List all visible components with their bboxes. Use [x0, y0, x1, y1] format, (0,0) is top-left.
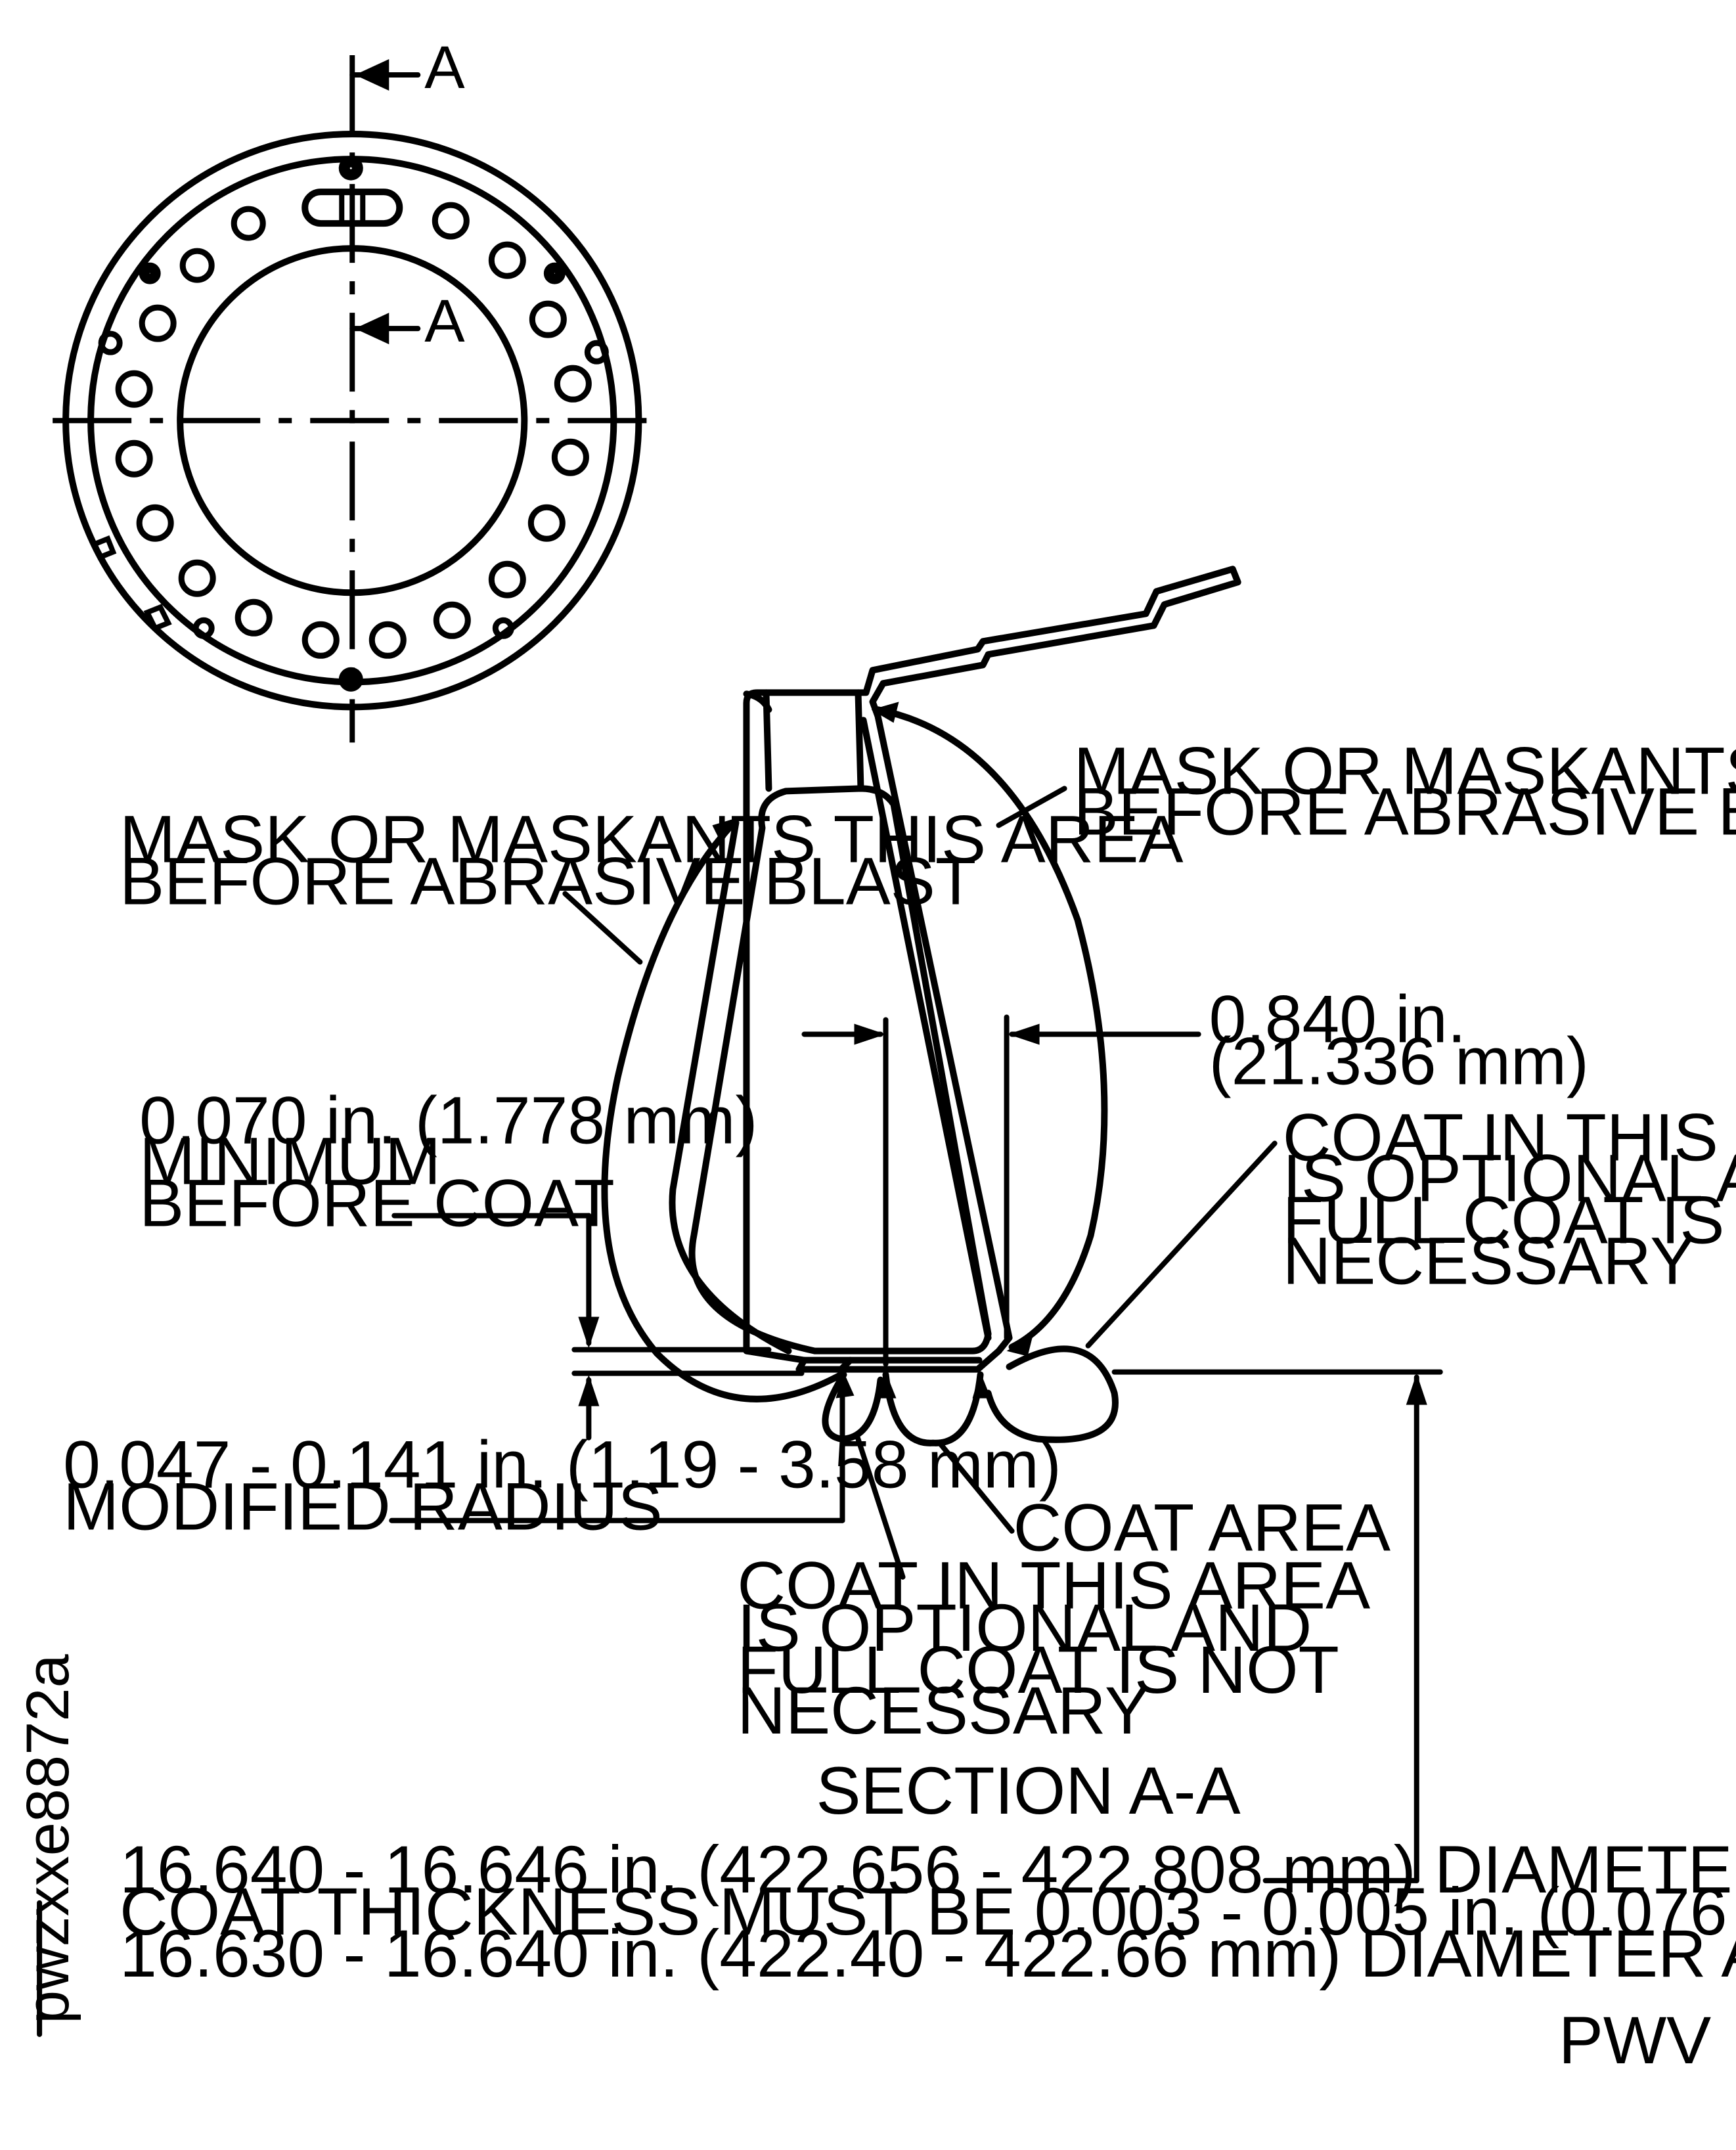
- coat-optional-right-line2: IS OPTIONAL AND: [1283, 1141, 1736, 1216]
- dim-0840-line1: 0.840 in.: [1209, 981, 1466, 1056]
- mask-right-line2: BEFORE ABRASIVE BLAST: [1074, 774, 1736, 849]
- mask-left-leader: [601, 824, 845, 1402]
- coat-optional-bottom-line3: FULL COAT IS NOT: [737, 1632, 1339, 1707]
- diameter-note-2: COAT THICKNESS MUST BE 0.003 - 0.005 in.…: [120, 1874, 1736, 1949]
- coat-optional-bottom-line1: COAT IN THIS AREA: [737, 1548, 1370, 1623]
- section-view: [37, 566, 1443, 2037]
- dim-0070-line3: BEFORE COAT: [139, 1166, 615, 1241]
- mask-left-line2: BEFORE ABRASIVE BLAST: [120, 843, 976, 918]
- mask-right-line1: MASK OR MASKANTS THIS AREA: [1074, 733, 1736, 808]
- dim-0070-line1: 0.070 in. (1.778 mm): [139, 1083, 757, 1158]
- source-mark: PWV: [1559, 2003, 1711, 2078]
- coat-optional-bottom-line2: IS OPTIONAL AND: [737, 1590, 1312, 1665]
- top-slot: [301, 189, 403, 227]
- coat-optional-right-line4: NECESSARY: [1283, 1224, 1695, 1299]
- dim-radius-line2: MODIFIED RADIUS: [63, 1469, 663, 1544]
- top-view: A A: [53, 34, 657, 743]
- dim-0840-line2: (21.336 mm): [1209, 1024, 1589, 1099]
- coat-optional-right-line1: COAT IN THIS AREA: [1283, 1100, 1736, 1175]
- section-arrow-top: A: [349, 34, 465, 101]
- mask-right-leader: [874, 706, 1108, 1351]
- coat-optional-right-line3: FULL COAT IS NOT: [1283, 1183, 1736, 1258]
- diameter-note-1: 16.640 - 16.646 in. (422.656 - 422.808 m…: [120, 1832, 1736, 1907]
- bolt-hole-pattern: [98, 156, 609, 692]
- section-outer-profile: [743, 566, 1241, 1373]
- dim-0070-line2: MINIMUM: [139, 1124, 441, 1199]
- section-arrow-mid: A: [349, 287, 465, 355]
- dim-radius-line1: 0.047 - 0.141 in. (1.19 - 3.58 mm): [63, 1427, 1061, 1502]
- coat-area-label: COAT AREA: [1013, 1490, 1391, 1565]
- section-title: SECTION A-A: [816, 1753, 1240, 1828]
- coat-optional-bottom-line4: NECESSARY: [737, 1673, 1149, 1748]
- diameter-note-3: 16.630 - 16.640 in. (422.40 - 422.66 mm)…: [120, 1916, 1736, 1991]
- figure-id: pwzxxe8872a: [14, 1653, 81, 2024]
- mask-left-line1: MASK OR MASKANTS THIS AREA: [120, 801, 1183, 876]
- section-arrow-mid-label: A: [424, 287, 465, 355]
- section-arrow-top-label: A: [424, 34, 465, 101]
